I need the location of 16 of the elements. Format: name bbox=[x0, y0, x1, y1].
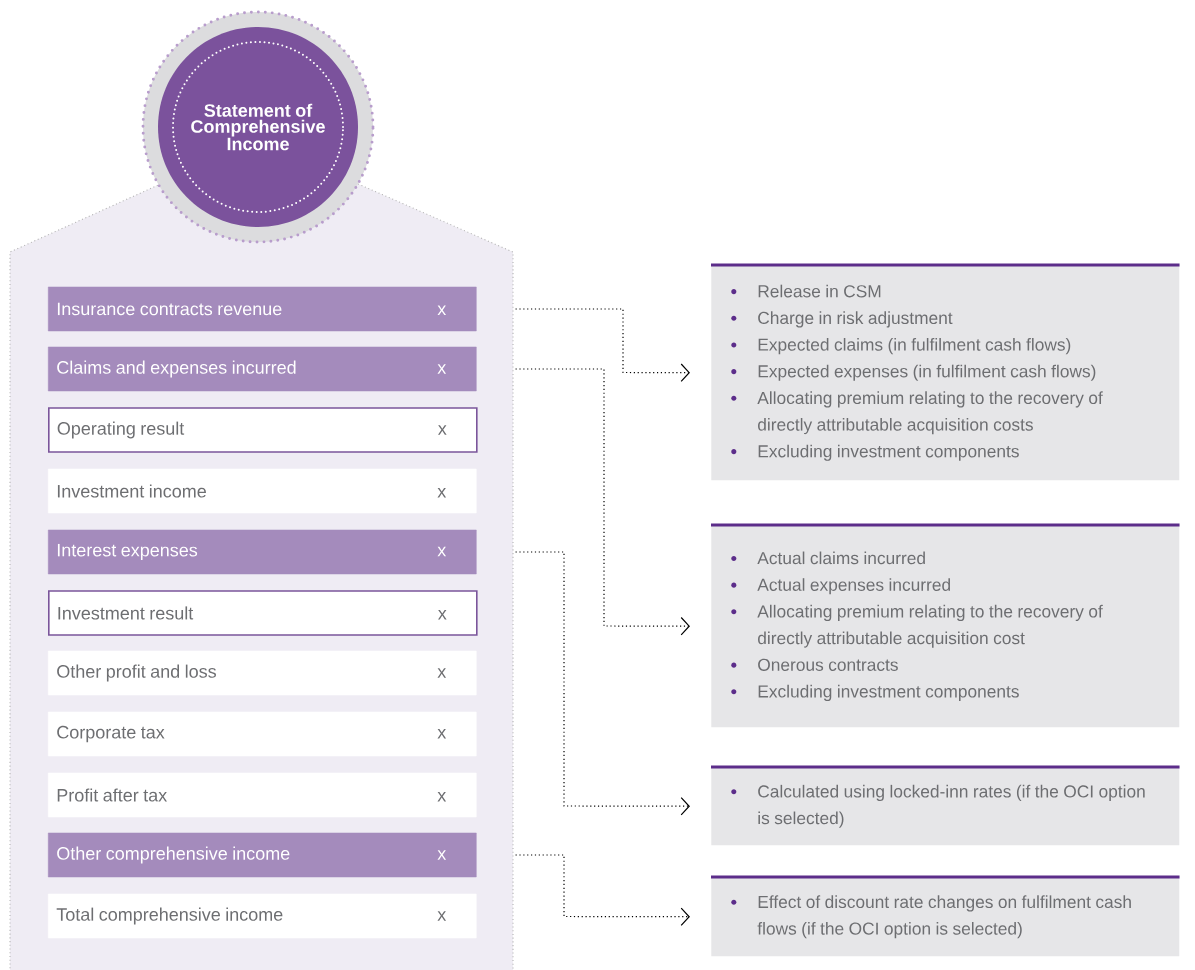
bullet-box: Calculated using locked-inn rates (if the OCI option is selected) bbox=[711, 765, 1180, 846]
statement-row: Operating result x bbox=[48, 407, 478, 453]
statement-row: Investment result x bbox=[48, 590, 478, 636]
statement-row: Other comprehensive income x bbox=[48, 832, 477, 878]
bullet-box: Release in CSM Charge in risk adjustment Expected claims (in fulfilment cash flows) Expected expenses (in fulfilment cash flows) Allocating premium relating to the recovery of directly attributable acquisition costs Excluding investment components bbox=[711, 263, 1180, 481]
statement-row: Interest expenses x bbox=[48, 529, 477, 575]
title-badge: Statement of Comprehensive Income bbox=[141, 10, 375, 244]
statement-row: Insurance contracts revenue x bbox=[48, 286, 477, 332]
bullet-box: Actual claims incurred Actual expenses incurred Allocating premium relating to the recovery of directly attributable acquisition cost Onerous contracts Excluding investment components bbox=[711, 523, 1180, 728]
statement-row: Profit after tax x bbox=[48, 772, 477, 818]
statement-row: Claims and expenses incurred x bbox=[48, 346, 477, 392]
statement-row: Corporate tax x bbox=[48, 711, 477, 757]
statement-row: Investment income x bbox=[48, 468, 477, 514]
statement-row: Total comprehensive income x bbox=[48, 893, 477, 939]
statement-row: Other profit and loss x bbox=[48, 650, 477, 696]
bullet-box: Effect of discount rate changes on fulfilment cash flows (if the OCI option is selected) bbox=[711, 875, 1180, 957]
